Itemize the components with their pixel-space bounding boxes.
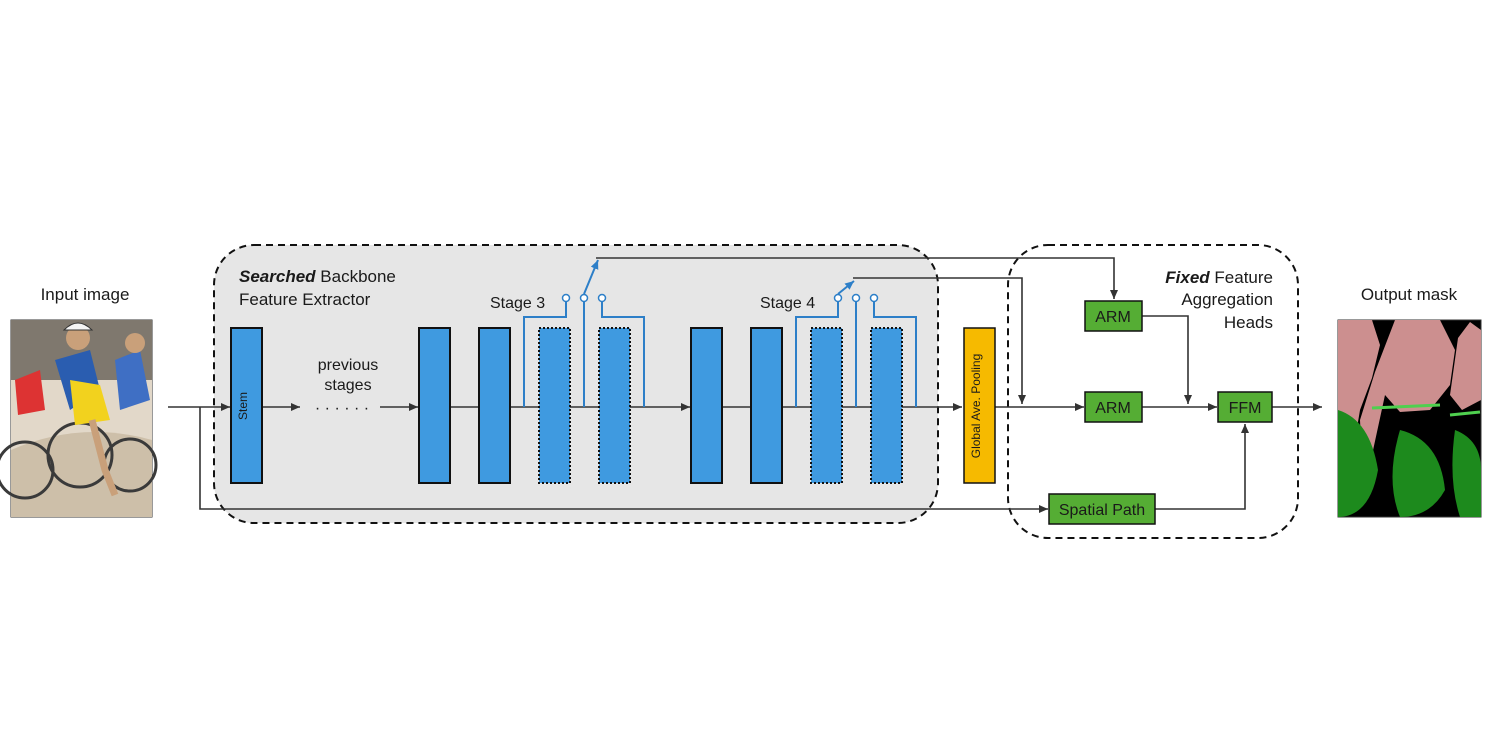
ellipsis-dots: · · · · · · (315, 400, 369, 417)
heads-panel (1007, 244, 1299, 539)
backbone-title: Searched Backbone (239, 267, 396, 286)
arm-mid-block (1084, 391, 1143, 423)
stage3-block-2 (478, 327, 511, 484)
stage3-block-3-searchable (538, 327, 571, 484)
stage3-label: Stage 3 (490, 295, 545, 312)
spatial-path-label: Spatial Path (1059, 502, 1145, 519)
spatial-to-ffm-arrow (1155, 424, 1249, 510)
backbone-subtitle: Feature Extractor (239, 290, 371, 309)
stage4-to-main-arrow (853, 277, 1026, 404)
stage4-label: Stage 4 (760, 295, 815, 312)
output-mask (1337, 319, 1482, 518)
global-avg-pooling-label: Global Ave. Pooling (969, 354, 983, 459)
global-avg-pooling-block (963, 327, 996, 484)
ffm-label: FFM (1229, 400, 1262, 417)
stage4-block-2 (750, 327, 783, 484)
ffm-block (1217, 391, 1273, 423)
arm-top-label: ARM (1095, 309, 1131, 326)
stage3-block-1 (418, 327, 451, 484)
arm-top-to-ffm-arrow (1142, 315, 1192, 404)
stem-label: Stem (236, 392, 250, 420)
stage4-block-4-searchable (870, 327, 903, 484)
spatial-branch-arrow (199, 407, 1048, 513)
stage3-to-arm-arrow (596, 257, 1118, 299)
arm-mid-label: ARM (1095, 400, 1131, 417)
stage3-switch (523, 259, 645, 407)
heads-title: Fixed Feature (1165, 268, 1273, 287)
stage4-block-1 (690, 327, 723, 484)
heads-subtitle-2: Heads (1224, 313, 1273, 332)
stage3-block-4-searchable (598, 327, 631, 484)
previous-stages-label: previous (318, 357, 378, 374)
stem-block (230, 327, 263, 484)
stage4-switch (795, 280, 917, 407)
stage4-block-3-searchable (810, 327, 843, 484)
output-mask-label: Output mask (1361, 285, 1458, 304)
heads-subtitle: Aggregation (1181, 290, 1273, 309)
previous-stages-label-2: stages (324, 377, 371, 394)
input-image-label: Input image (41, 285, 130, 304)
spatial-path-block (1048, 493, 1156, 525)
input-image (0, 319, 158, 518)
arm-top-block (1084, 300, 1143, 332)
